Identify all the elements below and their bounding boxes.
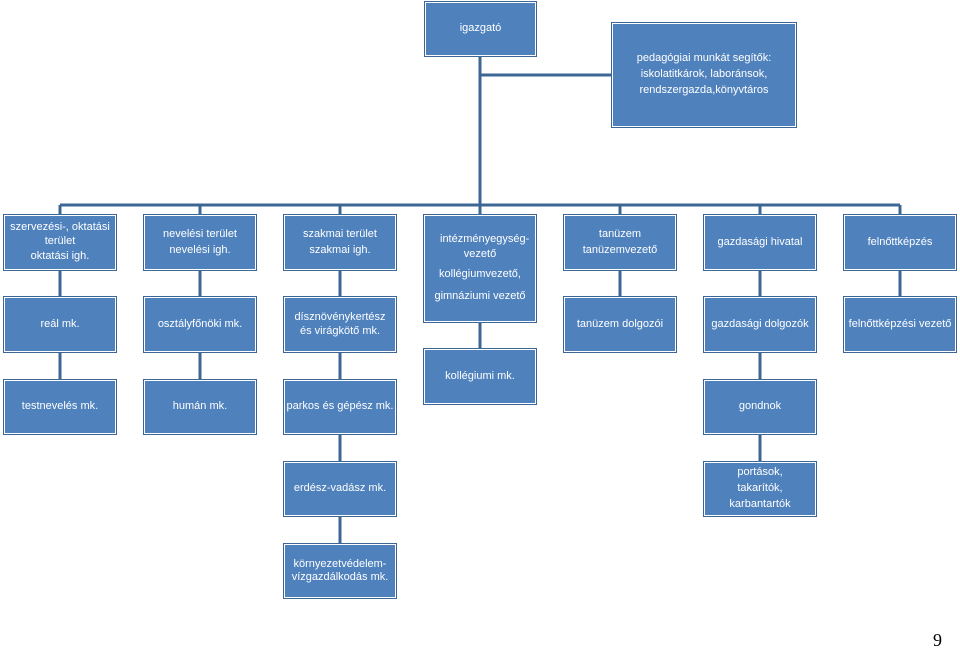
org-head-line: felnőttképzés xyxy=(867,235,933,248)
director-label: igazgató xyxy=(459,22,502,35)
org-head-finance: gazdasági hivatal xyxy=(704,215,816,270)
org-node: osztályfőnöki mk. xyxy=(144,297,256,352)
org-node-label: parkos és gépész mk. xyxy=(286,400,394,413)
org-head-line: tanüzem xyxy=(598,227,642,240)
org-node-label: osztályfőnöki mk. xyxy=(157,317,243,330)
page-number: 9 xyxy=(933,630,942,650)
org-node: dísznövénykertész és virágkötő mk. xyxy=(284,297,396,352)
org-node: környezetvédelem-vízgazdálkodás mk. xyxy=(284,544,396,598)
org-node-label: reál mk. xyxy=(40,317,80,330)
support-staff-line: iskolatitkárok, laboránsok, xyxy=(640,68,768,81)
org-node-label: humán mk. xyxy=(172,400,228,413)
org-head-line: terület xyxy=(44,234,76,247)
org-head-line: szervezési-, oktatási xyxy=(10,220,110,233)
org-node: gondnok xyxy=(704,380,816,434)
org-node: tanüzem dolgozói xyxy=(564,297,676,352)
org-head-training-farm: tanüzem tanüzemvezető xyxy=(564,215,676,270)
org-head-unit-leader: intézményegység-vezető kollégiumvezető, … xyxy=(424,215,536,322)
org-node-label: tanüzem dolgozói xyxy=(576,317,664,330)
org-head-organization: szervezési-, oktatási terület oktatási i… xyxy=(4,215,116,270)
org-head-line: oktatási igh. xyxy=(30,250,90,263)
org-node-label: takarítók, xyxy=(737,482,783,495)
org-node-label: kollégiumi mk. xyxy=(445,369,515,382)
org-node-label: dísznövénykertész és virágkötő mk. xyxy=(294,311,386,337)
org-node: felnőttképzési vezető xyxy=(844,297,956,352)
org-head-line: nevelési igh. xyxy=(169,243,231,256)
org-node-label: erdész-vadász mk. xyxy=(293,482,387,495)
support-staff-box: pedagógiai munkát segítők: iskolatitkáro… xyxy=(612,23,796,127)
org-node-label: gondnok xyxy=(738,400,782,413)
org-node: parkos és gépész mk. xyxy=(284,380,396,434)
org-node-label: gazdasági dolgozók xyxy=(711,317,809,330)
org-node-label: testnevelés mk. xyxy=(21,400,99,413)
org-head-line: intézményegység-vezető xyxy=(440,233,530,260)
org-node: gazdasági dolgozók xyxy=(704,297,816,352)
org-node: erdész-vadász mk. xyxy=(284,462,396,516)
org-head-line: szakmai igh. xyxy=(309,243,371,256)
org-head-line: nevelési terület xyxy=(163,227,237,240)
org-node: kollégiumi mk. xyxy=(424,349,536,404)
support-staff-line: pedagógiai munkát segítők: xyxy=(636,52,772,65)
org-head-vocational: szakmai terület szakmai igh. xyxy=(284,215,396,270)
org-node: humán mk. xyxy=(144,380,256,434)
org-head-line: kollégiumvezető, xyxy=(439,267,521,280)
org-node-label: portások, xyxy=(737,466,783,479)
support-staff-line: rendszergazda,könyvtáros xyxy=(639,83,769,96)
org-head-line: gazdasági hivatal xyxy=(717,235,803,248)
org-node-label: környezetvédelem-vízgazdálkodás mk. xyxy=(291,557,389,583)
org-head-education: nevelési terület nevelési igh. xyxy=(144,215,256,270)
org-head-line: tanüzemvezető xyxy=(582,243,658,256)
org-head-line: gimnáziumi vezető xyxy=(434,289,526,302)
org-node: testnevelés mk. xyxy=(4,380,116,434)
director-box: igazgató xyxy=(425,2,536,56)
org-node-label: karbantartók xyxy=(729,497,791,510)
org-head-adult-education: felnőttképzés xyxy=(844,215,956,270)
org-head-line: szakmai terület xyxy=(303,227,377,240)
org-node: portások, takarítók, karbantartók xyxy=(704,462,816,516)
org-node-label: felnőttképzési vezető xyxy=(848,317,952,330)
org-node: reál mk. xyxy=(4,297,116,352)
